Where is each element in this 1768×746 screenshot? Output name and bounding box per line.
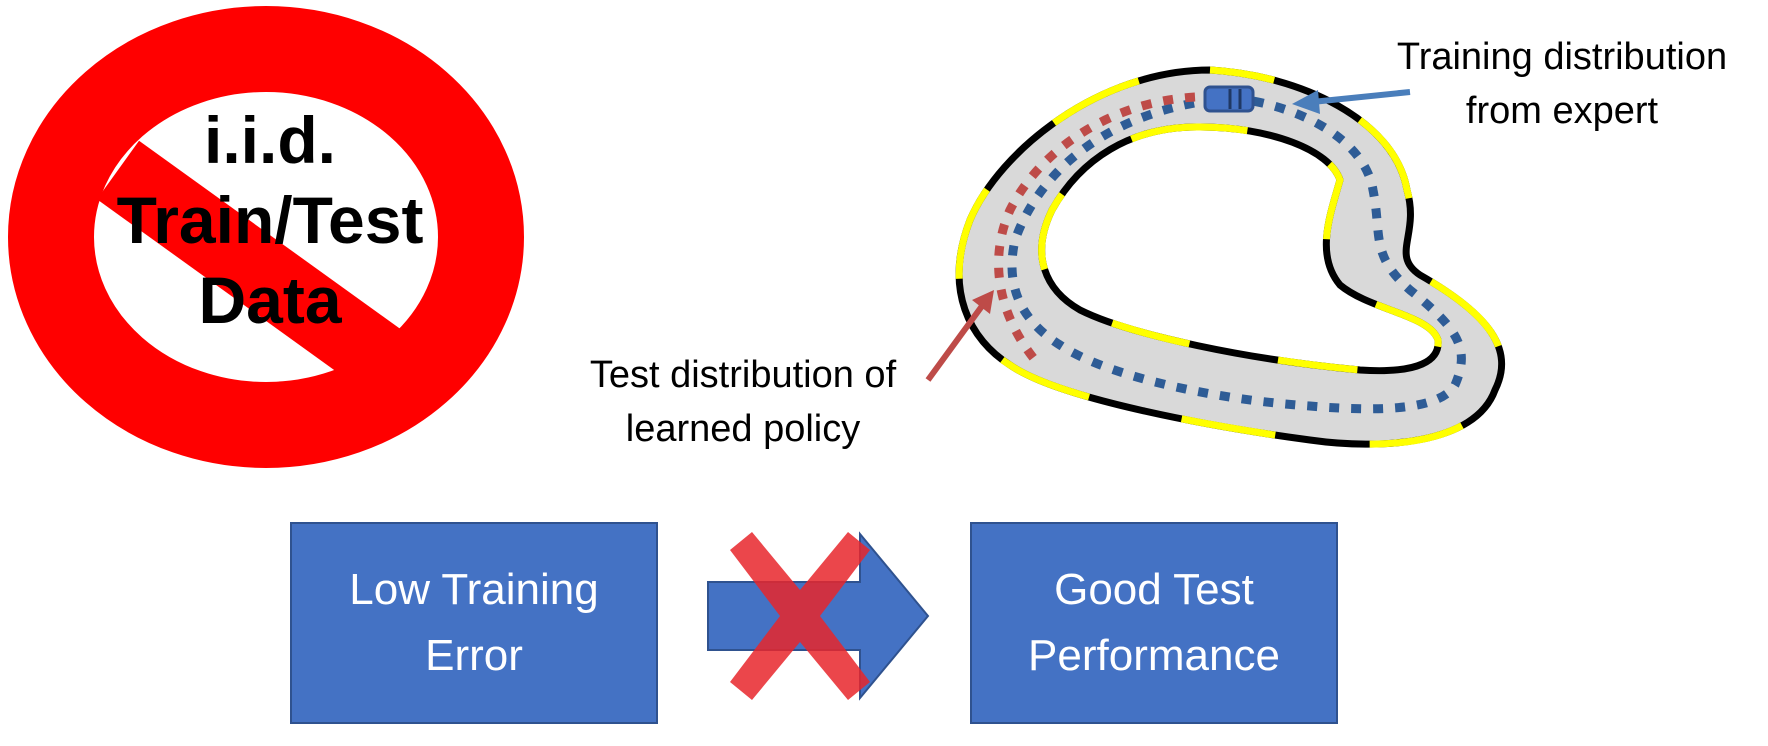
cross-out-icon [730, 532, 870, 700]
box-right-line-2: Performance [1028, 631, 1280, 680]
test-label-line-1: Test distribution of [589, 354, 897, 396]
training-label-line-2: from expert [1465, 90, 1659, 132]
data-line: Data [198, 263, 342, 337]
race-track [955, 66, 1506, 448]
iid-line: i.i.d. [204, 103, 336, 177]
car-icon [1203, 85, 1255, 113]
good-test-performance-box: Good Test Performance [970, 522, 1338, 724]
low-training-error-box: Low Training Error [290, 522, 658, 724]
box-left-line-1: Low Training [349, 565, 599, 614]
track-surface [959, 70, 1502, 445]
track-inner-edge-yellow [1038, 123, 1442, 375]
iid-data-text: i.i.d. Train/Test Data [40, 100, 500, 340]
test-label-line-2: learned policy [625, 408, 861, 450]
training-pointer-arrow [1292, 89, 1411, 114]
train-test-line: Train/Test [116, 183, 424, 257]
learned-path [994, 92, 1196, 363]
prohibition-ring [8, 6, 524, 468]
test-pointer-arrow [925, 290, 994, 382]
training-label-line-1: Training distribution [1396, 36, 1728, 78]
box-right-line-1: Good Test [1054, 565, 1254, 614]
track-outer-edge-yellow [955, 66, 1506, 448]
test-distribution-label: Test distribution of learned policy [548, 348, 938, 456]
training-distribution-label: Training distribution from expert [1362, 30, 1762, 138]
box-left-line-2: Error [425, 631, 523, 680]
prohibition-sign [8, 6, 524, 468]
prohibition-slash [96, 140, 408, 393]
